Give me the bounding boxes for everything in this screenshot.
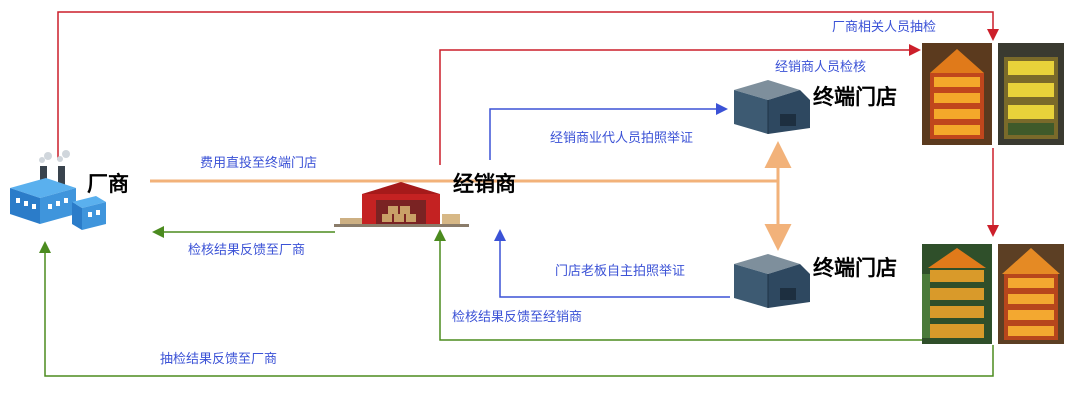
store-display-photo (922, 244, 992, 344)
store-building-icon (734, 254, 810, 308)
factory-label: 厂商 (87, 172, 129, 196)
label-store-feedback-dealer: 检核结果反馈至经销商 (452, 310, 583, 325)
edge-spotcheck-feedback-factory (39, 241, 994, 377)
edge-owner-photo (494, 229, 730, 298)
store-bottom-label: 终端门店 (813, 256, 897, 280)
label-factory-audit: 厂商相关人员抽检 (832, 20, 937, 35)
store-display-photo (998, 244, 1064, 344)
dealer-warehouse-icon (334, 182, 469, 227)
store-top-label: 终端门店 (813, 85, 897, 109)
dealer-label: 经销商 (453, 172, 516, 196)
edge-store-feedback-dealer (434, 229, 922, 341)
store-display-photo (998, 43, 1064, 145)
store-building-icon (734, 80, 810, 134)
factory-icon (10, 150, 106, 230)
label-direct-fee: 费用直投至终端门店 (200, 156, 318, 171)
edge-dealer-proxy-photo (489, 103, 728, 160)
label-dealer-audit: 经销商人员检核 (775, 60, 867, 75)
edge-dealer-audit (439, 44, 921, 165)
label-owner-photo: 门店老板自主拍照举证 (555, 264, 686, 279)
store-display-photo (922, 43, 992, 145)
label-dealer-feedback-factory: 检核结果反馈至厂商 (188, 243, 306, 258)
label-spotcheck-feedback-factory: 抽检结果反馈至厂商 (160, 352, 278, 367)
edge-factory-audit (57, 11, 999, 160)
label-dealer-proxy-photo: 经销商业代人员拍照举证 (550, 131, 694, 146)
